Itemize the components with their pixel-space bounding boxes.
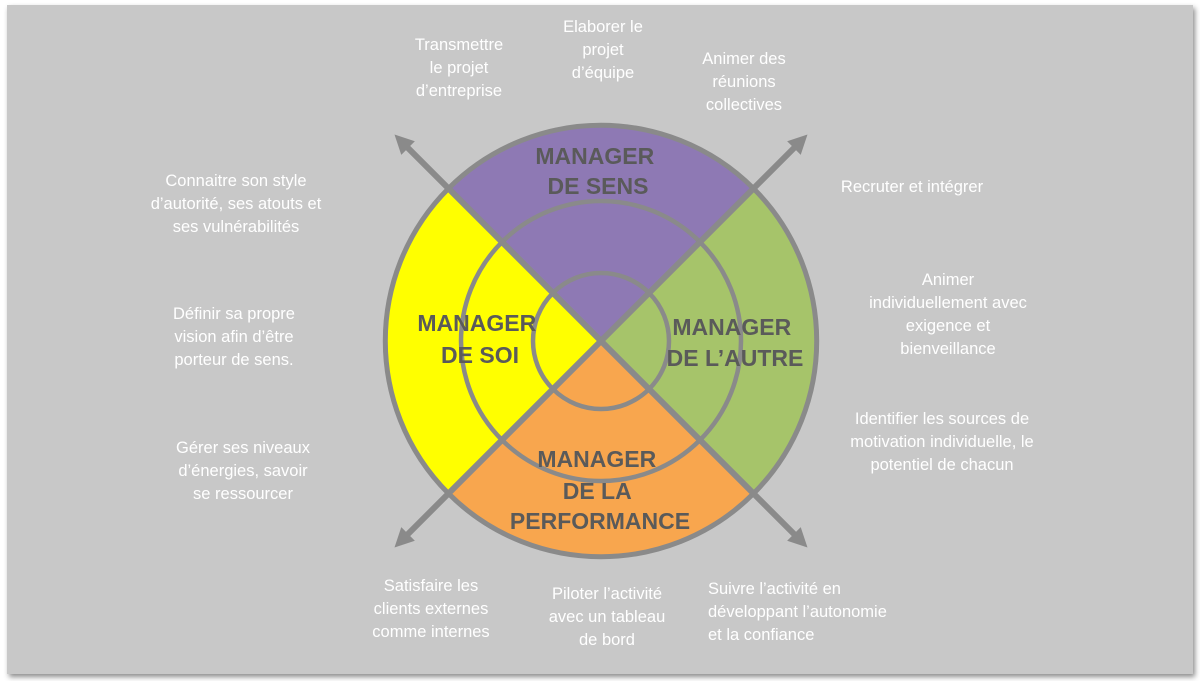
note-line: Gérer ses niveaux <box>176 439 310 457</box>
note-definir: Définir sa propre vision afin d’être por… <box>173 303 295 372</box>
note-line: Animer <box>921 271 975 289</box>
note-line: de bord <box>579 631 635 649</box>
note-animer-reunions: Animer des réunions collectives <box>702 48 785 117</box>
note-line: ses vulnérabilités <box>172 218 300 236</box>
note-line: vision afin d’être <box>174 328 294 346</box>
note-line: exigence et <box>905 317 991 335</box>
note-line: Elaborer le <box>563 18 643 36</box>
slide-background: MANAGER DE SENS MANAGER DE SOI MANAGER D… <box>7 5 1193 674</box>
note-line: clients externes <box>373 600 489 618</box>
note-transmettre: Transmettre le projet d’entreprise <box>415 34 503 103</box>
note-line: Transmettre <box>414 36 504 54</box>
note-line: Définir sa propre <box>173 305 295 323</box>
label-autre-line1: MANAGER <box>672 314 791 340</box>
note-line: bienveillance <box>900 340 996 358</box>
note-line: individuellement avec <box>869 294 1027 312</box>
note-connaitre: Connaitre son style d’autorité, ses atou… <box>151 170 322 239</box>
label-performance-line1: MANAGER <box>537 446 656 472</box>
label-performance-line2: DE LA <box>563 478 631 504</box>
note-line: d’autorité, ses atouts et <box>150 195 322 213</box>
note-line: porteur de sens. <box>174 351 294 369</box>
note-line: d’entreprise <box>415 82 503 100</box>
note-line: avec un tableau <box>548 608 666 626</box>
note-piloter: Piloter l’activité avec un tableau de bo… <box>549 583 666 652</box>
note-line: Identifier les sources de <box>854 410 1030 428</box>
label-sens-line2: DE SENS <box>548 173 649 199</box>
note-line: Connaitre son style <box>165 172 307 190</box>
note-line: comme internes <box>372 623 490 641</box>
label-performance-line3: PERFORMANCE <box>510 508 690 534</box>
note-line: d’énergies, savoir <box>178 462 308 480</box>
note-suivre: Suivre l’activité en développant l’auton… <box>708 578 887 647</box>
note-line: Satisfaire les <box>383 577 479 595</box>
label-soi-line1: MANAGER <box>417 310 536 336</box>
note-elaborer: Elaborer le projet d’équipe <box>563 16 643 85</box>
label-sens-line1: MANAGER <box>535 143 654 169</box>
note-animer-indiv: Animer individuellement avec exigence et… <box>869 269 1027 361</box>
arrow-diagonal-ne-sw <box>394 134 808 548</box>
note-line: réunions <box>712 73 776 91</box>
label-soi-line2: DE SOI <box>441 342 519 368</box>
note-line: Recruter et intégrer <box>840 178 984 196</box>
note-line: et la confiance <box>708 626 815 644</box>
note-line: Suivre l’activité en <box>708 580 841 598</box>
label-autre: MANAGER DE L’AUTRE <box>667 314 804 371</box>
note-line: Animer des <box>702 50 786 68</box>
note-gerer: Gérer ses niveaux d’énergies, savoir se … <box>176 437 310 506</box>
note-line: projet <box>582 41 624 59</box>
note-satisfaire: Satisfaire les clients externes comme in… <box>372 575 489 644</box>
manager-wheel-diagram: MANAGER DE SENS MANAGER DE SOI MANAGER D… <box>382 122 820 560</box>
label-autre-line2: DE L’AUTRE <box>667 345 804 371</box>
note-line: collectives <box>705 96 783 114</box>
note-line: le projet <box>429 59 489 77</box>
label-performance: MANAGER DE LA PERFORMANCE <box>510 446 690 534</box>
note-line: développant l’autonomie <box>708 603 887 621</box>
note-recruter: Recruter et intégrer <box>841 176 983 199</box>
note-line: d’équipe <box>571 64 635 82</box>
note-line: se ressourcer <box>193 485 293 503</box>
note-identifier: Identifier les sources de motivation ind… <box>850 408 1033 477</box>
outer-ring <box>382 122 820 560</box>
label-soi: MANAGER DE SOI <box>417 310 542 368</box>
note-line: Piloter l’activité <box>551 585 663 603</box>
note-line: motivation individuelle, le <box>850 433 1034 451</box>
label-sens: MANAGER DE SENS <box>535 143 660 199</box>
note-line: potentiel de chacun <box>870 456 1014 474</box>
